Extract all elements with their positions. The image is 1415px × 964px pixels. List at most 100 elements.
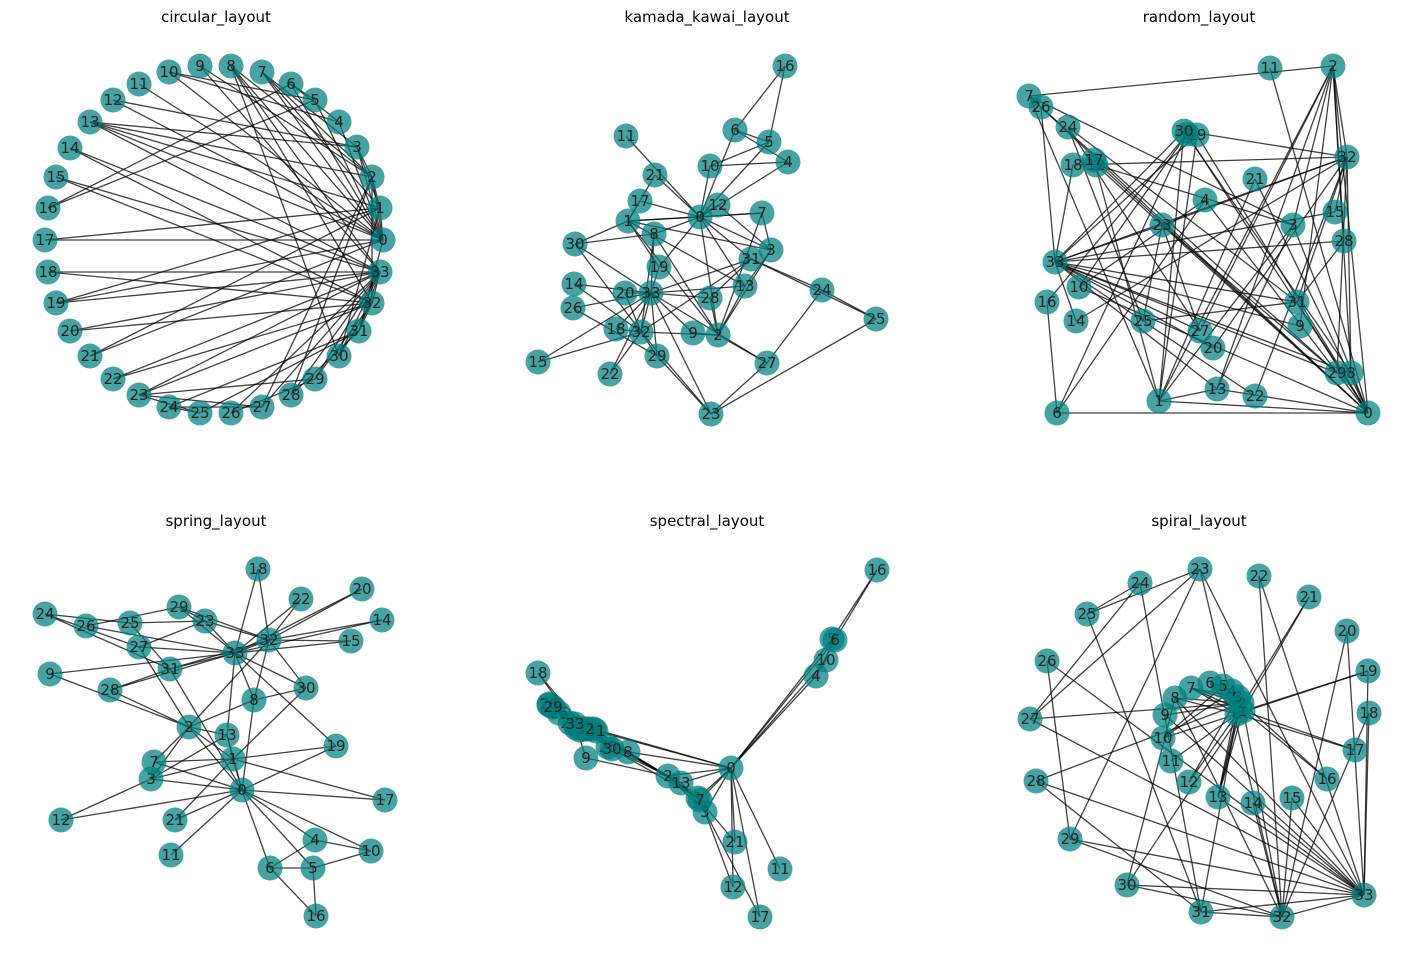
node-label-22: 22 bbox=[1249, 567, 1268, 585]
node-label-16: 16 bbox=[1317, 770, 1336, 788]
node-19 bbox=[1355, 658, 1381, 684]
node-label-8: 8 bbox=[226, 57, 236, 75]
node-11 bbox=[613, 123, 639, 149]
edge-22-32 bbox=[1258, 575, 1283, 918]
edge-23-32 bbox=[1199, 568, 1283, 918]
edge-29-32 bbox=[178, 606, 270, 641]
edge-3-13 bbox=[89, 121, 358, 148]
node-16 bbox=[1034, 289, 1060, 315]
node-33 bbox=[562, 711, 588, 737]
node-label-19: 19 bbox=[46, 294, 65, 312]
edge-19-33 bbox=[1054, 134, 1198, 263]
node-15 bbox=[1279, 785, 1305, 811]
edge-31-32 bbox=[640, 258, 752, 333]
node-22 bbox=[597, 361, 623, 387]
node-label-30: 30 bbox=[602, 740, 621, 758]
node-label-8: 8 bbox=[649, 225, 659, 243]
node-label-29: 29 bbox=[169, 598, 188, 616]
edge-2-32 bbox=[188, 639, 270, 728]
edge-20-32 bbox=[69, 302, 373, 332]
edge-26-29 bbox=[230, 378, 316, 414]
node-label-33: 33 bbox=[370, 263, 389, 281]
edge-18-33 bbox=[234, 568, 259, 654]
node-label-31: 31 bbox=[1287, 293, 1306, 311]
node-label-23: 23 bbox=[701, 405, 720, 423]
node-4 bbox=[1192, 187, 1218, 213]
node-label-26: 26 bbox=[1037, 652, 1056, 670]
node-label-4: 4 bbox=[1200, 191, 1210, 209]
node-label-12: 12 bbox=[103, 91, 122, 109]
node-label-24: 24 bbox=[1058, 118, 1077, 136]
edge-23-29 bbox=[1069, 568, 1201, 840]
node-30 bbox=[1171, 118, 1197, 144]
node-8 bbox=[641, 221, 667, 247]
node-7 bbox=[749, 200, 775, 226]
edge-15-33 bbox=[234, 640, 352, 654]
node-33 bbox=[222, 640, 248, 666]
node-12 bbox=[705, 192, 731, 218]
node-label-10: 10 bbox=[159, 63, 178, 81]
edge-6-16 bbox=[734, 65, 786, 131]
nodes-group: 0123456789101112131415161718192021222324… bbox=[32, 556, 398, 929]
edge-25-31 bbox=[199, 330, 360, 414]
edge-0-31 bbox=[595, 730, 732, 769]
node-label-2: 2 bbox=[184, 718, 194, 736]
node-11 bbox=[1257, 55, 1283, 81]
node-label-10: 10 bbox=[1069, 278, 1088, 296]
edge-1-30 bbox=[1126, 710, 1244, 886]
edge-5-16 bbox=[47, 99, 316, 209]
node-12 bbox=[1176, 769, 1202, 795]
node-9 bbox=[37, 661, 63, 687]
node-label-25: 25 bbox=[1133, 312, 1152, 330]
node-21 bbox=[162, 807, 188, 833]
edge-31-32 bbox=[169, 639, 270, 670]
node-20 bbox=[1200, 335, 1226, 361]
node-24 bbox=[156, 394, 182, 420]
edge-0-10 bbox=[241, 789, 372, 852]
edge-30-33 bbox=[574, 243, 652, 294]
edge-0-3 bbox=[356, 146, 384, 241]
node-30 bbox=[1114, 872, 1140, 898]
node-label-30: 30 bbox=[1174, 122, 1193, 140]
node-0 bbox=[687, 204, 713, 230]
node-label-30: 30 bbox=[329, 347, 348, 365]
node-29 bbox=[540, 694, 566, 720]
edge-29-33 bbox=[1054, 261, 1338, 374]
edges-group bbox=[44, 568, 386, 917]
node-label-29: 29 bbox=[543, 698, 562, 716]
node-label-12: 12 bbox=[1179, 773, 1198, 791]
node-label-16: 16 bbox=[306, 907, 325, 925]
edge-2-9 bbox=[585, 757, 669, 777]
node-label-22: 22 bbox=[103, 370, 122, 388]
node-label-3: 3 bbox=[146, 770, 156, 788]
nodes-group: 0123456789101112131415161718192021222324… bbox=[1016, 53, 1381, 426]
edge-1-7 bbox=[153, 758, 234, 763]
node-6 bbox=[1197, 670, 1223, 696]
node-label-21: 21 bbox=[1245, 170, 1264, 188]
node-20 bbox=[349, 576, 375, 602]
node-label-7: 7 bbox=[1186, 679, 1196, 697]
node-label-11: 11 bbox=[129, 75, 148, 93]
node-5 bbox=[300, 855, 326, 881]
edge-23-27 bbox=[710, 362, 768, 415]
node-label-11: 11 bbox=[1161, 752, 1180, 770]
edge-2-27 bbox=[1029, 702, 1243, 720]
node-label-16: 16 bbox=[1037, 293, 1056, 311]
node-label-8: 8 bbox=[1170, 689, 1180, 707]
edge-0-12 bbox=[60, 789, 243, 821]
node-label-6: 6 bbox=[265, 859, 275, 877]
edge-2-3 bbox=[1292, 65, 1334, 226]
panel-title-random: random_layout bbox=[1143, 8, 1256, 27]
node-label-27: 27 bbox=[1190, 322, 1209, 340]
node-label-1: 1 bbox=[375, 199, 385, 217]
spiral-layout-panel: 0123456789101112131415161718192021222324… bbox=[1017, 556, 1382, 930]
edge-0-11 bbox=[1269, 67, 1369, 414]
node-16 bbox=[864, 557, 890, 583]
node-label-24: 24 bbox=[812, 281, 831, 299]
edge-15-32 bbox=[1281, 797, 1293, 918]
node-label-30: 30 bbox=[1117, 876, 1136, 894]
node-label-6: 6 bbox=[730, 121, 740, 139]
node-label-1: 1 bbox=[1154, 392, 1164, 410]
edge-29-33 bbox=[1069, 838, 1365, 896]
edge-23-33 bbox=[1199, 568, 1365, 896]
